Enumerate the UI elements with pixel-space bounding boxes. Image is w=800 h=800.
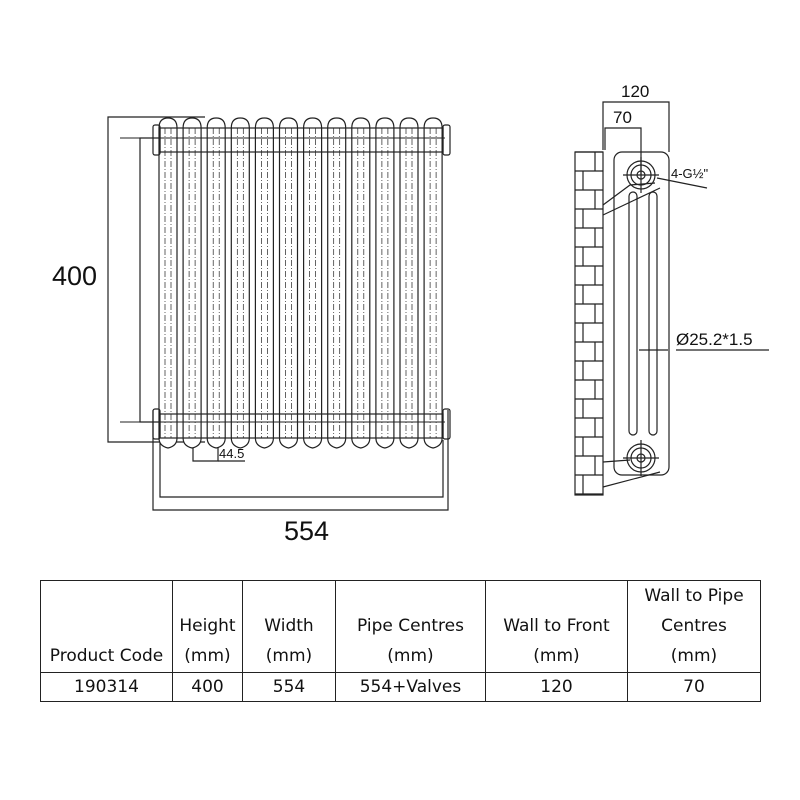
header-height: Height(mm) [172,580,243,673]
radiator-side-body [613,151,670,476]
cell-wall-to-front: 120 [485,672,628,702]
header-pipe-centres: Pipe Centres(mm) [335,580,486,673]
header-width: Width(mm) [242,580,336,673]
radiator-column [327,117,347,449]
height-dimension-line [107,116,205,443]
end-cap [442,124,451,156]
front-view: 400 554 44.5 [52,116,451,546]
depth-dimension-line [602,101,670,152]
depth-label: 120 [621,82,649,101]
end-cap [152,408,161,440]
radiator-column [423,117,443,449]
radiator-column [399,117,419,449]
tube [648,191,658,436]
wall-bricks [575,151,603,495]
radiator-column [206,117,226,449]
radiator-column [278,117,299,449]
side-view: 120 70 4-G½" Ø25.2*1.5 [574,82,769,496]
end-cap [152,124,161,156]
width-dimension-line [152,410,449,511]
cell-wall-to-pipe-centres: 70 [627,672,761,702]
radiator-column [230,117,250,449]
table-row: 190314 400 554 554+Valves 120 70 [40,672,761,702]
radiator-column [182,117,202,449]
wall [574,151,604,496]
table-header-row: Product Code Height(mm) Width(mm) Pipe C… [40,580,761,673]
width-label: 554 [284,516,329,546]
header-wall-to-front: Wall to Front(mm) [485,580,628,673]
column-spacing-label: 44.5 [219,446,244,461]
radiator-column [254,117,274,449]
height-label: 400 [52,261,97,291]
inner-width-line [159,440,444,498]
pipe-centre-label: 70 [613,108,632,127]
radiator-column [375,117,395,449]
pipe-centre-dimension-line [604,127,642,175]
end-cap [442,408,451,440]
spec-table: Product Code Height(mm) Width(mm) Pipe C… [40,580,761,702]
radiator-columns [158,117,443,449]
bottom-connector [623,440,659,476]
wall-bracket [602,459,631,463]
cell-height: 400 [172,672,243,702]
tube-label: Ø25.2*1.5 [676,330,753,349]
connection-leader [656,177,708,189]
radiator-column [351,117,371,449]
column-spacing-line [192,440,219,462]
radiator-column [158,117,178,449]
cell-width: 554 [242,672,336,702]
cell-product-code: 190314 [40,672,173,702]
connection-label: 4-G½" [671,166,709,181]
tube [628,191,638,436]
wall-bracket [602,182,656,206]
cell-pipe-centres: 554+Valves [335,672,486,702]
radiator-column [303,117,323,449]
header-product-code: Product Code [40,580,173,673]
